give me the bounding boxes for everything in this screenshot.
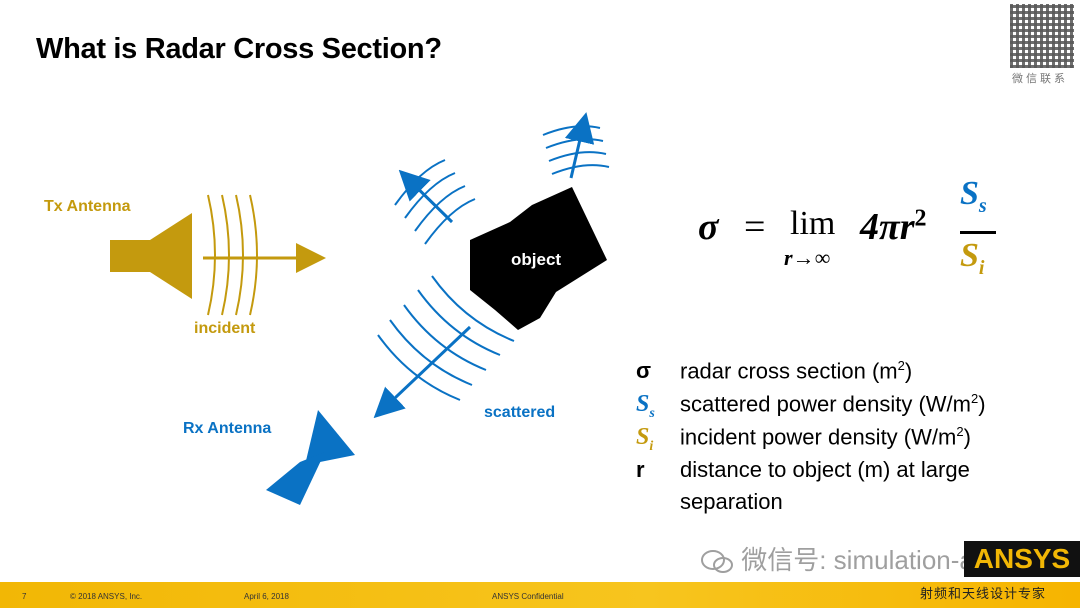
- ansys-logo: ANSYS: [964, 541, 1080, 577]
- scattered-label: scattered: [484, 404, 556, 421]
- scatter-arrow-upper-left: [398, 169, 454, 224]
- scatter-arrow-rx: [373, 325, 472, 419]
- formula-factor: 4πr2: [860, 205, 927, 248]
- cn-tagline: 射频和天线设计专家: [920, 586, 1047, 601]
- slide-footer: 7 © 2018 ANSYS, Inc. April 6, 2018 ANSYS…: [0, 582, 1080, 608]
- formula-sigma: σ: [698, 206, 719, 248]
- formula-equals: =: [744, 206, 766, 248]
- rx-antenna-icon: [266, 410, 355, 505]
- tx-antenna-label: Tx Antenna: [44, 198, 131, 215]
- qr-code-icon: [1010, 4, 1074, 68]
- fraction-bar: [960, 231, 996, 234]
- incident-label: incident: [194, 320, 256, 337]
- incident-wavefronts: [207, 194, 258, 316]
- formula-lim-sub: r→∞: [784, 245, 831, 270]
- scatter-wavefronts-rx: [377, 275, 515, 401]
- formula-numerator: Ss: [960, 175, 987, 217]
- qr-caption: 微信联系: [1012, 73, 1068, 85]
- scatter-wavefronts-upper-left: [394, 159, 476, 245]
- copyright: © 2018 ANSYS, Inc.: [70, 592, 143, 601]
- confidential-note: ANSYS Confidential: [492, 592, 564, 601]
- wechat-icon: [701, 550, 733, 574]
- page-number: 7: [22, 592, 27, 601]
- object-shape: [470, 187, 607, 330]
- rcs-formula: σ = lim r→∞ 4πr2 Ss Si: [698, 175, 1008, 285]
- footer-date: April 6, 2018: [244, 592, 289, 601]
- formula-lim: lim: [790, 205, 836, 242]
- scatter-arrow-upper-right: [564, 112, 595, 179]
- slide-title: What is Radar Cross Section?: [36, 33, 442, 65]
- object-label: object: [511, 250, 562, 269]
- formula-denominator: Si: [960, 237, 985, 279]
- tx-antenna-icon: [110, 213, 192, 299]
- radar-diagram: [110, 112, 610, 505]
- rx-antenna-label: Rx Antenna: [183, 420, 272, 437]
